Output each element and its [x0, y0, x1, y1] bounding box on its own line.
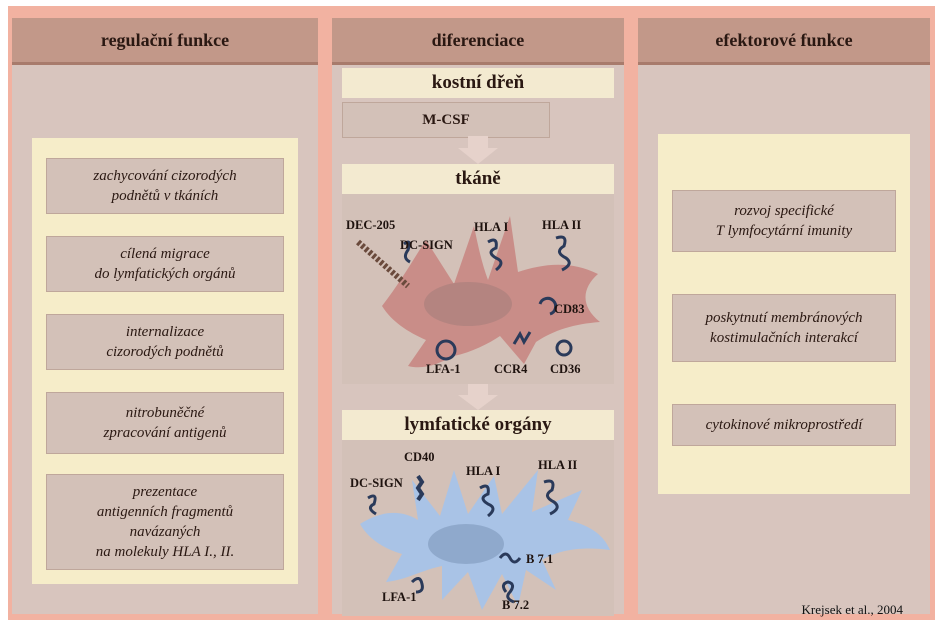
function-box-internalization: internalizace cizorodých podnětů: [46, 314, 284, 370]
label-cd36: CD36: [550, 362, 581, 377]
label-dec205: DEC-205: [346, 218, 395, 233]
label-b71: B 7.1: [526, 552, 553, 567]
regulatory-panel: zachycování cizorodých podnětů v tkáních…: [32, 138, 298, 584]
function-box-t-lymphocyte-immunity: rozvoj specifické T lymfocytární imunity: [672, 190, 896, 252]
label-hla2-lymph: HLA II: [538, 458, 577, 473]
label-dcsign-tissue: DC-SIGN: [400, 238, 453, 253]
diagram-frame: regulační funkce zachycování cizorodých …: [8, 6, 935, 620]
factor-mcsf: M-CSF: [342, 102, 550, 138]
function-box-capture: zachycování cizorodých podnětů v tkáních: [46, 158, 284, 214]
lymph-cell-panel: CD40 DC-SIGN HLA I HLA II B 7.1 LFA-1 B …: [342, 440, 614, 616]
label-hla1-lymph: HLA I: [466, 464, 500, 479]
label-dcsign-lymph: DC-SIGN: [350, 476, 403, 491]
stage-bone-marrow: kostní dřeň: [342, 68, 614, 98]
label-cd40: CD40: [404, 450, 435, 465]
label-hla2-tissue: HLA II: [542, 218, 581, 233]
column-effector: efektorové funkce rozvoj specifické T ly…: [638, 18, 930, 614]
function-box-processing: nitrobuněčné zpracování antigenů: [46, 392, 284, 454]
label-ccr4: CCR4: [494, 362, 527, 377]
tissue-cell-panel: DEC-205 DC-SIGN HLA I HLA II CD83 LFA-1 …: [342, 194, 614, 384]
column-header-regulatory: regulační funkce: [12, 18, 318, 65]
column-header-differentiation: diferenciace: [332, 18, 624, 65]
stage-lymphatic-organs: lymfatické orgány: [342, 410, 614, 440]
effector-panel: rozvoj specifické T lymfocytární imunity…: [658, 134, 910, 494]
label-b72: B 7.2: [502, 598, 529, 613]
function-box-presentation: prezentace antigenních fragmentů navázan…: [46, 474, 284, 570]
column-regulatory: regulační funkce zachycování cizorodých …: [12, 18, 318, 614]
label-lfa1-lymph: LFA-1: [382, 590, 417, 605]
arrow-down-icon: [458, 136, 498, 164]
stage-tissues: tkáně: [342, 164, 614, 194]
function-box-migration: cílená migrace do lymfatických orgánů: [46, 236, 284, 292]
column-differentiation: diferenciace kostní dřeň M-CSF tkáně DEC…: [332, 18, 624, 614]
column-header-effector: efektorové funkce: [638, 18, 930, 65]
function-box-cytokine-microenvironment: cytokinové mikroprostředí: [672, 404, 896, 446]
label-lfa1-tissue: LFA-1: [426, 362, 461, 377]
arrow-down-icon: [458, 384, 498, 410]
citation: Krejsek et al., 2004: [802, 602, 903, 618]
function-box-costimulation: poskytnutí membránových kostimulačních i…: [672, 294, 896, 362]
label-cd83: CD83: [554, 302, 585, 317]
label-hla1-tissue: HLA I: [474, 220, 508, 235]
